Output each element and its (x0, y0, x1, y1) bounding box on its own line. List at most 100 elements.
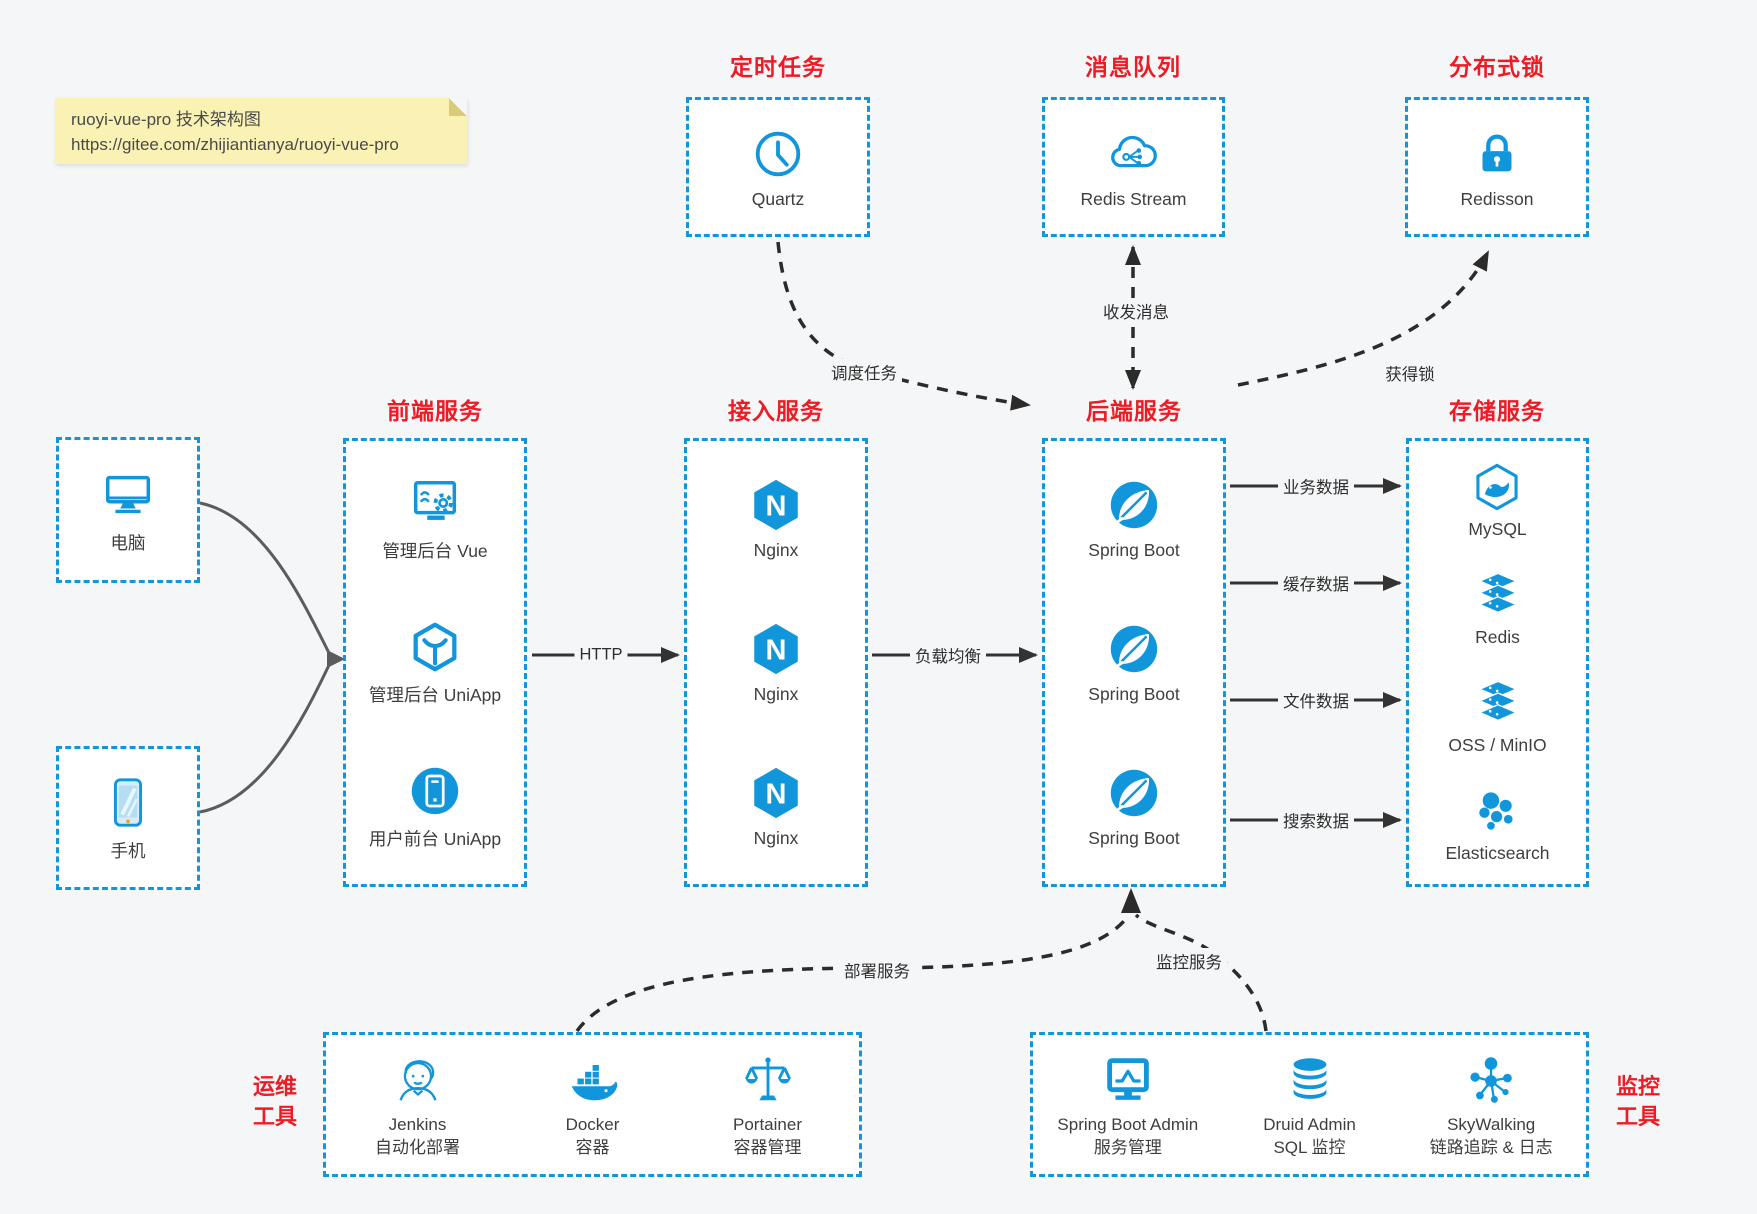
svg-text:N: N (766, 778, 787, 810)
edge-label-deploy-service: 部署服务 (839, 957, 915, 983)
node-spring-boot-3: Spring Boot (1088, 764, 1180, 849)
node-label: OSS / MinIO (1448, 734, 1547, 755)
user-app-icon (406, 762, 464, 820)
client-box-pc: 电脑 (56, 437, 200, 583)
group-title-frontend: 前端服务 (387, 398, 483, 424)
sticky-note: ruoyi-vue-pro 技术架构图 https://gitee.com/zh… (55, 98, 467, 164)
edge-label-schedule-task: 调度任务 (826, 359, 902, 385)
node-label: Spring Boot (1088, 827, 1180, 848)
group-title-distributed-lock: 分布式锁 (1449, 54, 1545, 80)
edge-label-send-receive-message: 收发消息 (1098, 298, 1174, 324)
node-label: 手机 (110, 840, 146, 861)
svg-text:N: N (766, 491, 787, 523)
node-phone: 手机 (99, 774, 157, 863)
spring-icon (1105, 476, 1163, 534)
edge-label-http: HTTP (574, 644, 628, 666)
node-label: Quartz (751, 188, 805, 209)
edge-label-file-data: 文件数据 (1278, 687, 1354, 713)
node-label: 电脑 (110, 532, 146, 553)
edge-label-search-data: 搜索数据 (1278, 807, 1354, 833)
node-redisson: Redisson (1460, 125, 1534, 210)
nginx-icon: N (747, 620, 805, 678)
portainer-icon (739, 1051, 797, 1109)
edge-label-cache-data: 缓存数据 (1278, 570, 1354, 596)
group-title-storage: 存储服务 (1449, 398, 1545, 424)
group-box-distributed-lock: Redisson (1405, 97, 1589, 237)
node-nginx-2: N Nginx (747, 620, 805, 705)
note-url: https://gitee.com/zhijiantianya/ruoyi-vu… (71, 135, 399, 154)
group-title-gateway: 接入服务 (728, 398, 824, 424)
node-user-uniapp: 用户前台 UniApp (369, 762, 501, 851)
node-oss-minio: OSS / MinIO (1448, 677, 1547, 756)
group-box-message-queue: Redis Stream (1042, 97, 1225, 237)
edge-clients-to-frontend (199, 501, 332, 814)
node-nginx-1: N Nginx (747, 476, 805, 561)
jenkins-icon (389, 1051, 447, 1109)
clock-icon (749, 125, 807, 183)
spring-icon (1105, 764, 1163, 822)
node-nginx-3: N Nginx (747, 764, 805, 849)
uniapp-cube-icon (406, 618, 464, 676)
node-spring-boot-1: Spring Boot (1088, 476, 1180, 561)
edge-label-acquire-lock: 获得锁 (1380, 360, 1440, 386)
node-redis: Redis (1472, 569, 1524, 648)
edge-label-monitor-service: 监控服务 (1151, 948, 1227, 974)
node-redis-stream: Redis Stream (1080, 125, 1187, 210)
group-box-storage: MySQL Redis OSS / MinIO Elasticsearch (1406, 438, 1589, 887)
node-elasticsearch: Elasticsearch (1445, 785, 1550, 864)
node-label: Redisson (1460, 188, 1534, 209)
admin-vue-icon (406, 474, 464, 532)
node-label: MySQL (1468, 519, 1527, 540)
redis-stack-icon (1472, 569, 1524, 621)
node-pc: 电脑 (99, 466, 157, 555)
node-admin-uniapp: 管理后台 UniApp (369, 618, 501, 707)
node-quartz: Quartz (749, 125, 807, 210)
elasticsearch-icon (1471, 785, 1523, 837)
group-title-scheduled-task: 定时任务 (730, 54, 826, 80)
node-mysql: MySQL (1468, 461, 1527, 540)
group-box-gateway: N Nginx N Nginx N Nginx (684, 438, 868, 887)
druid-icon (1281, 1051, 1339, 1109)
edge-schedule-task (776, 241, 1031, 411)
node-label: Spring Boot (1088, 540, 1180, 561)
docker-icon (564, 1051, 622, 1109)
nginx-icon: N (747, 764, 805, 822)
node-label: Elasticsearch (1445, 842, 1550, 863)
node-label: Spring Boot (1088, 683, 1180, 704)
node-admin-vue: 管理后台 Vue (382, 474, 488, 563)
spring-icon (1105, 620, 1163, 678)
desktop-icon (99, 466, 157, 524)
mobile-icon (99, 774, 157, 832)
node-spring-boot-2: Spring Boot (1088, 620, 1180, 705)
edge-acquire-lock (1237, 250, 1490, 387)
arrowhead-backend-bottom (1121, 888, 1141, 913)
nginx-icon: N (747, 476, 805, 534)
cloud-stream-icon (1104, 125, 1162, 183)
node-label: Nginx (753, 683, 799, 704)
spring-boot-admin-icon (1099, 1051, 1157, 1109)
oss-stack-icon (1472, 677, 1524, 729)
client-box-phone: 手机 (56, 746, 200, 890)
edge-label-load-balance: 负载均衡 (910, 642, 986, 668)
node-label: Nginx (753, 827, 799, 848)
lock-icon (1468, 125, 1526, 183)
note-title: ruoyi-vue-pro 技术架构图 (71, 110, 261, 129)
svg-text:N: N (766, 635, 787, 667)
node-label: Redis Stream (1080, 188, 1187, 209)
group-title-message-queue: 消息队列 (1085, 54, 1181, 80)
node-label: 管理后台 Vue (382, 541, 488, 562)
group-title-monitor-tools: 监控 工具 (1615, 1074, 1660, 1129)
node-label: Nginx (753, 540, 799, 561)
node-label: Redis (1475, 627, 1520, 648)
